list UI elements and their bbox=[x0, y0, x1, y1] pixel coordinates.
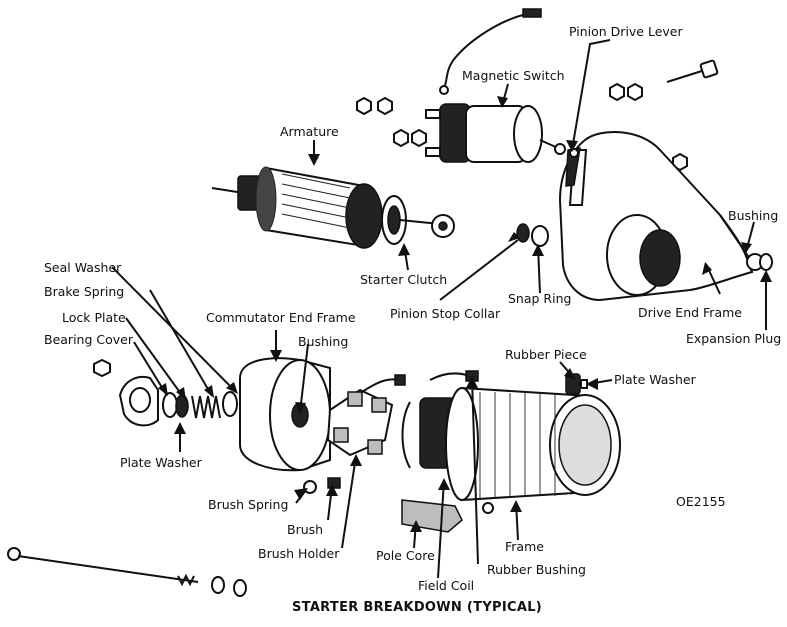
pole-core-part bbox=[401, 499, 463, 533]
label-lock-plate: Lock Plate bbox=[62, 310, 126, 325]
label-pole-core: Pole Core bbox=[376, 548, 435, 563]
label-brush: Brush bbox=[287, 522, 323, 537]
commutator-end-frame-part bbox=[239, 357, 331, 472]
label-drive-end-frame: Drive End Frame bbox=[638, 305, 742, 320]
labels: Pinion Drive Lever Magnetic Switch Armat… bbox=[44, 24, 781, 615]
label-brake-spring: Brake Spring bbox=[44, 284, 124, 299]
label-brush-holder: Brush Holder bbox=[258, 546, 340, 561]
label-snap-ring: Snap Ring bbox=[508, 291, 571, 306]
label-pinion-drive-lever: Pinion Drive Lever bbox=[569, 24, 683, 39]
label-field-coil: Field Coil bbox=[418, 578, 474, 593]
bearing-cover-part bbox=[93, 358, 159, 427]
label-magnetic-switch: Magnetic Switch bbox=[462, 68, 565, 83]
figure-code: OE2155 bbox=[676, 494, 726, 509]
label-brush-spring: Brush Spring bbox=[208, 497, 288, 512]
label-bearing-cover: Bearing Cover bbox=[44, 332, 134, 347]
brush-holder-part bbox=[303, 374, 406, 494]
label-plate-washer-left: Plate Washer bbox=[120, 455, 203, 470]
nut-set-top bbox=[356, 82, 688, 172]
label-expansion-plug: Expansion Plug bbox=[686, 331, 781, 346]
magnetic-switch-part bbox=[425, 103, 566, 163]
frame-part bbox=[445, 370, 621, 514]
lead-wire bbox=[439, 8, 542, 95]
label-rubber-piece: Rubber Piece bbox=[505, 347, 587, 362]
armature-part bbox=[211, 166, 455, 249]
label-pinion-stop-collar: Pinion Stop Collar bbox=[390, 306, 501, 321]
label-seal-washer: Seal Washer bbox=[44, 260, 122, 275]
label-commutator-end-frame: Commutator End Frame bbox=[206, 310, 356, 325]
pinion-collar-part bbox=[516, 223, 549, 247]
label-rubber-bushing: Rubber Bushing bbox=[487, 562, 586, 577]
label-plate-washer-right: Plate Washer bbox=[614, 372, 697, 387]
arrowheads bbox=[158, 96, 772, 532]
drive-end-frame-part bbox=[558, 131, 773, 302]
label-starter-clutch: Starter Clutch bbox=[360, 272, 447, 287]
bolt-bottom bbox=[7, 547, 247, 597]
label-frame: Frame bbox=[505, 539, 544, 554]
bolt-top bbox=[666, 59, 719, 83]
label-bushing-front: Bushing bbox=[728, 208, 778, 223]
diagram-caption: STARTER BREAKDOWN (TYPICAL) bbox=[292, 600, 542, 615]
label-armature: Armature bbox=[280, 124, 339, 139]
label-bushing-rear: Bushing bbox=[298, 334, 348, 349]
spring-stack-part bbox=[162, 391, 238, 419]
